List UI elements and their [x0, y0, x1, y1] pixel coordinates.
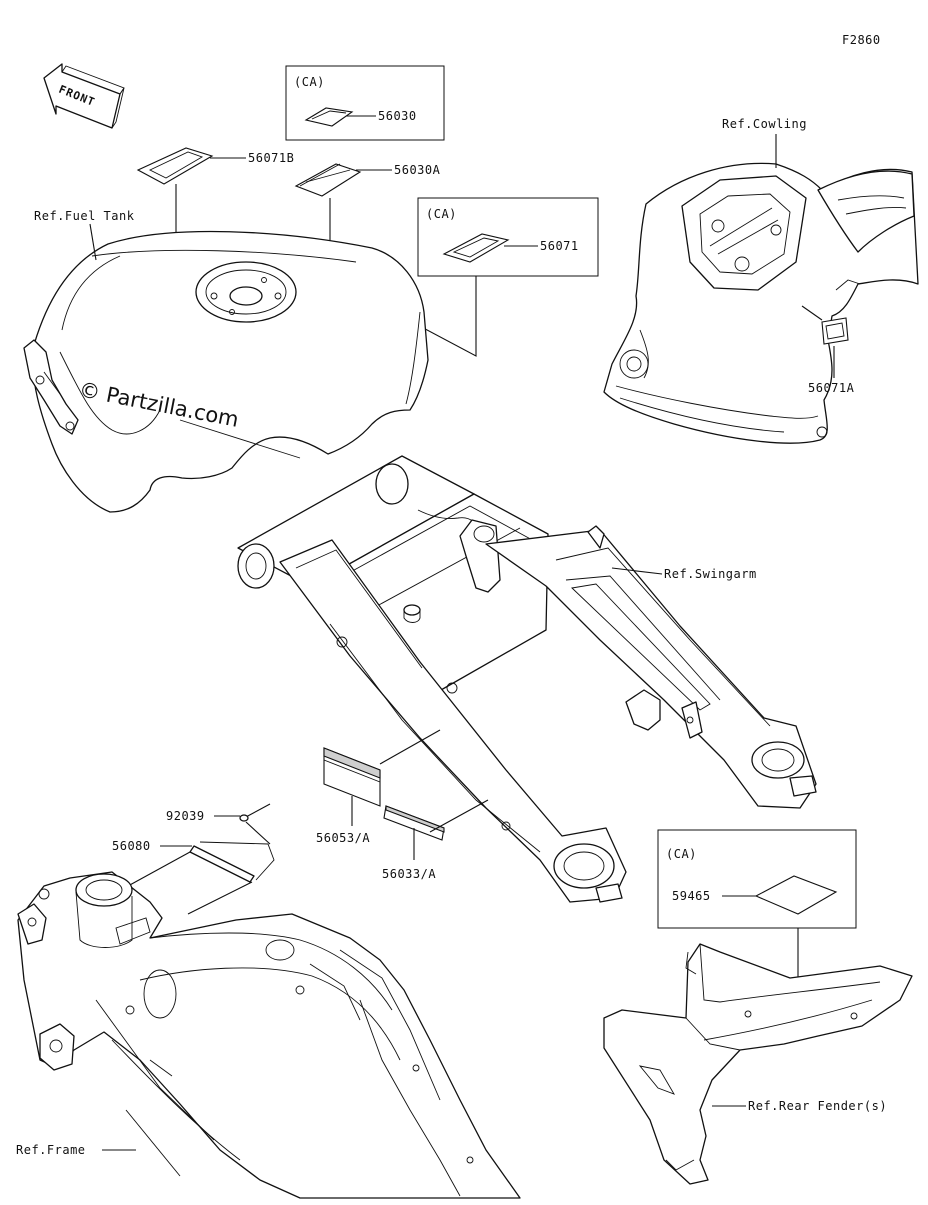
figure-code: F2860: [842, 33, 881, 47]
band-56080: [189, 841, 275, 883]
front-arrow-icon: FRONT: [43, 63, 125, 129]
ref-frame: Ref.Frame: [16, 1143, 86, 1157]
label-56030-sticker: [304, 107, 354, 127]
part-56033a: 56033/A: [382, 867, 436, 881]
swingarm: [237, 455, 817, 903]
ca-box-top: [285, 65, 445, 141]
cowling: [603, 162, 919, 444]
part-56071: 56071: [540, 239, 579, 253]
ref-rear-fender: Ref.Rear Fender(s): [748, 1099, 887, 1113]
ref-cowling: Ref.Cowling: [722, 117, 807, 131]
fuel-tank: [23, 230, 429, 513]
label-59465-sticker: [754, 875, 838, 915]
ca-box-rear: [657, 829, 857, 929]
ref-fuel-tank: Ref.Fuel Tank: [34, 209, 135, 223]
label-56071-sticker: [442, 233, 510, 263]
label-56030a-sticker: [294, 163, 362, 197]
ref-swingarm: Ref.Swingarm: [664, 567, 757, 581]
frame: [17, 871, 521, 1199]
part-56080: 56080: [112, 839, 151, 853]
rivet-92039: [239, 803, 271, 822]
part-92039: 92039: [166, 809, 205, 823]
label-56071a-sticker: [821, 317, 849, 345]
part-56071a: 56071A: [808, 381, 855, 395]
label-56071b-sticker: [136, 147, 214, 185]
part-56030: 56030: [378, 109, 417, 123]
ca-box-middle: [417, 197, 599, 277]
ca-box-top-label: (CA): [294, 75, 325, 89]
part-56053a: 56053/A: [316, 831, 370, 845]
part-56030a: 56030A: [394, 163, 441, 177]
part-59465: 59465: [672, 889, 711, 903]
rear-fender: [603, 943, 913, 1185]
ca-box-rear-label: (CA): [666, 847, 697, 861]
label-56033a-sticker: [383, 805, 445, 841]
label-56053a-sticker: [323, 747, 381, 807]
ca-box-middle-label: (CA): [426, 207, 457, 221]
part-56071b: 56071B: [248, 151, 294, 165]
